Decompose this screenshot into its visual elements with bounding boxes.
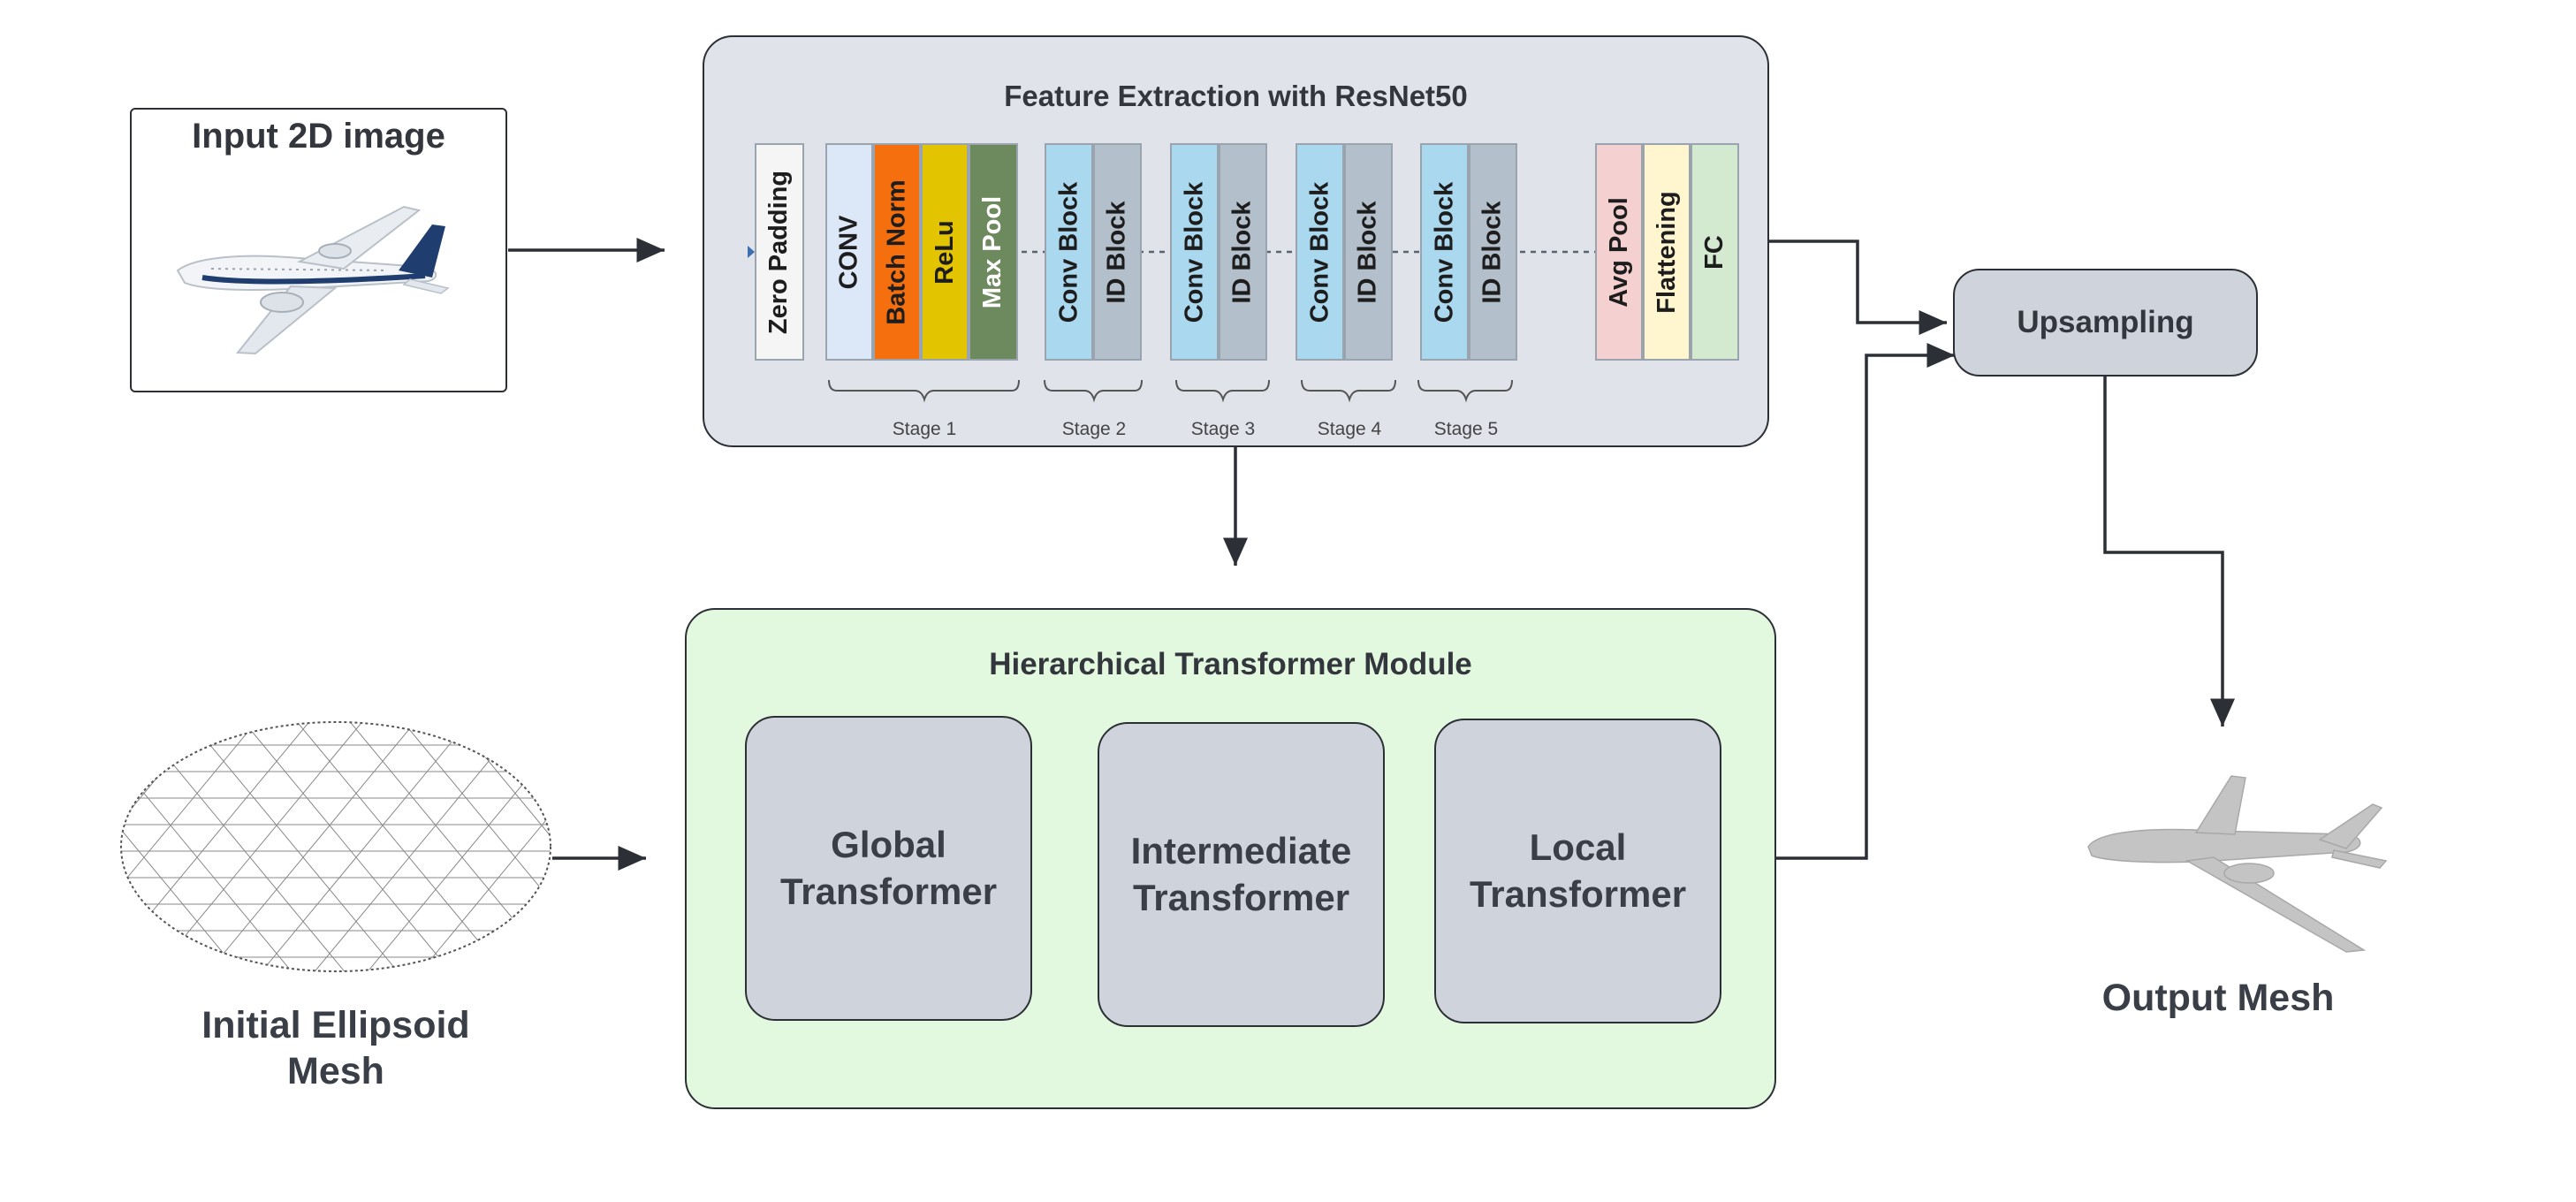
ellipsoid-caption: Initial Ellipsoid Mesh (159, 1002, 513, 1094)
output-mesh-image (2087, 775, 2388, 953)
global-transformer-box: Global Transformer (745, 716, 1032, 1021)
input-image-title: Input 2D image (192, 117, 445, 156)
upsampling-label: Upsampling (2017, 305, 2194, 339)
intermediate-transformer-box: Intermediate Transformer (1098, 722, 1385, 1027)
relu-block: ReLu (921, 143, 969, 361)
airplane-image (176, 205, 450, 355)
stage-4-label: Stage 4 (1317, 419, 1382, 439)
batch-norm-block: Batch Norm (873, 143, 921, 361)
stage-3-label: Stage 3 (1190, 419, 1256, 439)
stage-5-label: Stage 5 (1433, 419, 1499, 439)
conv-block-stage5: Conv Block (1420, 143, 1469, 361)
stage-braces (828, 379, 1513, 403)
id-block-stage5: ID Block (1469, 143, 1517, 361)
transformer-module-title: Hierarchical Transformer Module (989, 647, 1472, 681)
intermediate-transformer-label: Intermediate Transformer (1130, 830, 1352, 918)
conv-block-stage3: Conv Block (1170, 143, 1219, 361)
ellipsoid-mesh-image (120, 721, 551, 972)
id-block-stage4: ID Block (1344, 143, 1393, 361)
arrow-resnet-to-upsampling (1769, 240, 1947, 335)
transformer-module-panel: Hierarchical Transformer Module Global T… (685, 608, 1776, 1109)
arrow-transformer-to-upsampling (1776, 343, 1955, 860)
upsampling-box: Upsampling (1953, 269, 2258, 377)
zero-padding-block: Zero Padding (755, 143, 804, 361)
conv-block-stage1: CONV (825, 143, 873, 361)
global-transformer-label: Global Transformer (779, 824, 998, 912)
resnet-panel: Feature Extraction with ResNet50 Zero Pa… (703, 35, 1769, 447)
resnet-title: Feature Extraction with ResNet50 (1004, 80, 1468, 112)
avg-pool-block: Avg Pool (1595, 143, 1643, 361)
arrow-upsampling-to-output (2103, 376, 2235, 727)
max-pool-block: Max Pool (969, 143, 1018, 361)
ellipsoid-caption-line1: Initial Ellipsoid (201, 1004, 470, 1046)
flattening-block: Flattening (1643, 143, 1691, 361)
id-block-stage3: ID Block (1219, 143, 1267, 361)
local-transformer-label: Local Transformer (1469, 826, 1687, 915)
stage-2-label: Stage 2 (1061, 419, 1127, 439)
conv-block-stage2: Conv Block (1045, 143, 1093, 361)
id-block-stage2: ID Block (1093, 143, 1142, 361)
stage-1-label: Stage 1 (892, 419, 957, 439)
ellipsoid-caption-line2: Mesh (287, 1050, 384, 1092)
output-mesh-caption: Output Mesh (2101, 977, 2335, 1019)
local-transformer-box: Local Transformer (1434, 719, 1721, 1023)
input-image-panel: Input 2D image (130, 108, 507, 392)
conv-block-stage4: Conv Block (1296, 143, 1344, 361)
fc-block: FC (1691, 143, 1739, 361)
